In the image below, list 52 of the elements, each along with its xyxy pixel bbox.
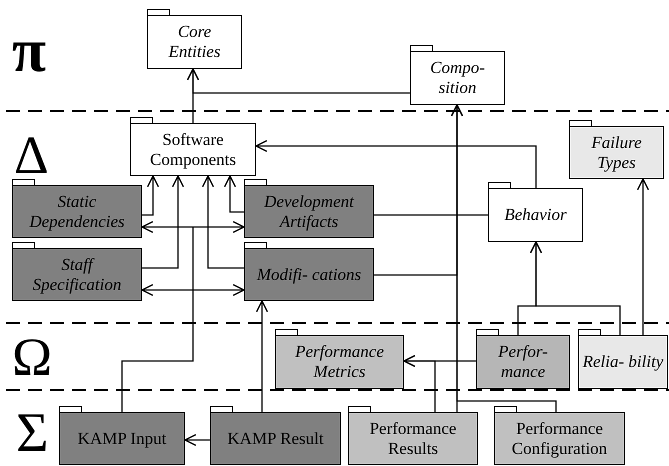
package-box <box>147 9 242 69</box>
package-label: Performance Configuration <box>510 418 608 458</box>
package-box <box>476 329 570 389</box>
package-box <box>130 117 256 176</box>
connector <box>636 178 650 335</box>
package-label: Performance Results <box>368 418 458 458</box>
package-label: KAMP Input <box>76 428 168 448</box>
package-label: Core Entities <box>167 22 222 62</box>
layer-symbol: Σ <box>16 405 49 461</box>
package-label: Modifi- cations <box>256 264 362 284</box>
connector <box>142 175 160 216</box>
connector <box>121 227 194 412</box>
connector <box>450 104 557 412</box>
connector <box>224 175 244 213</box>
package-box <box>59 406 185 465</box>
package-box <box>410 45 505 105</box>
package-box <box>488 182 583 242</box>
package-box <box>275 329 404 389</box>
connector <box>256 300 268 412</box>
package-box <box>12 179 142 238</box>
package-box <box>244 242 374 301</box>
connector <box>374 214 488 216</box>
connector <box>141 284 245 296</box>
package-box <box>494 406 625 465</box>
connector <box>184 434 210 446</box>
package-label: Development Artifacts <box>263 192 356 232</box>
package-box <box>244 179 374 238</box>
package-box <box>12 242 142 301</box>
layer-symbol: Δ <box>14 128 49 182</box>
layer-symbol: π <box>12 20 46 82</box>
package-box <box>569 120 664 179</box>
package-label: Compo- sition <box>429 58 486 98</box>
layer-symbol: Ω <box>12 330 52 384</box>
connector <box>202 175 244 269</box>
package-label: Performance Metrics <box>294 342 385 382</box>
package-label: Failure Types <box>590 132 643 172</box>
package-label: Staff Specification <box>32 254 122 294</box>
package-label: Behavior <box>503 205 568 225</box>
package-box <box>210 406 341 465</box>
connector <box>142 175 184 269</box>
package-label: Perfor- mance <box>497 342 549 382</box>
connector <box>141 220 245 234</box>
connector <box>403 354 436 412</box>
package-label: Software Components <box>149 130 237 170</box>
package-label: KAMP Result <box>226 428 325 448</box>
package-label: Static Dependencies <box>28 192 126 232</box>
package-box <box>348 406 478 465</box>
connector <box>530 241 621 335</box>
package-box <box>578 329 668 389</box>
connector <box>186 68 410 94</box>
package-label: Relia- bility <box>582 352 664 372</box>
connector <box>255 140 537 188</box>
